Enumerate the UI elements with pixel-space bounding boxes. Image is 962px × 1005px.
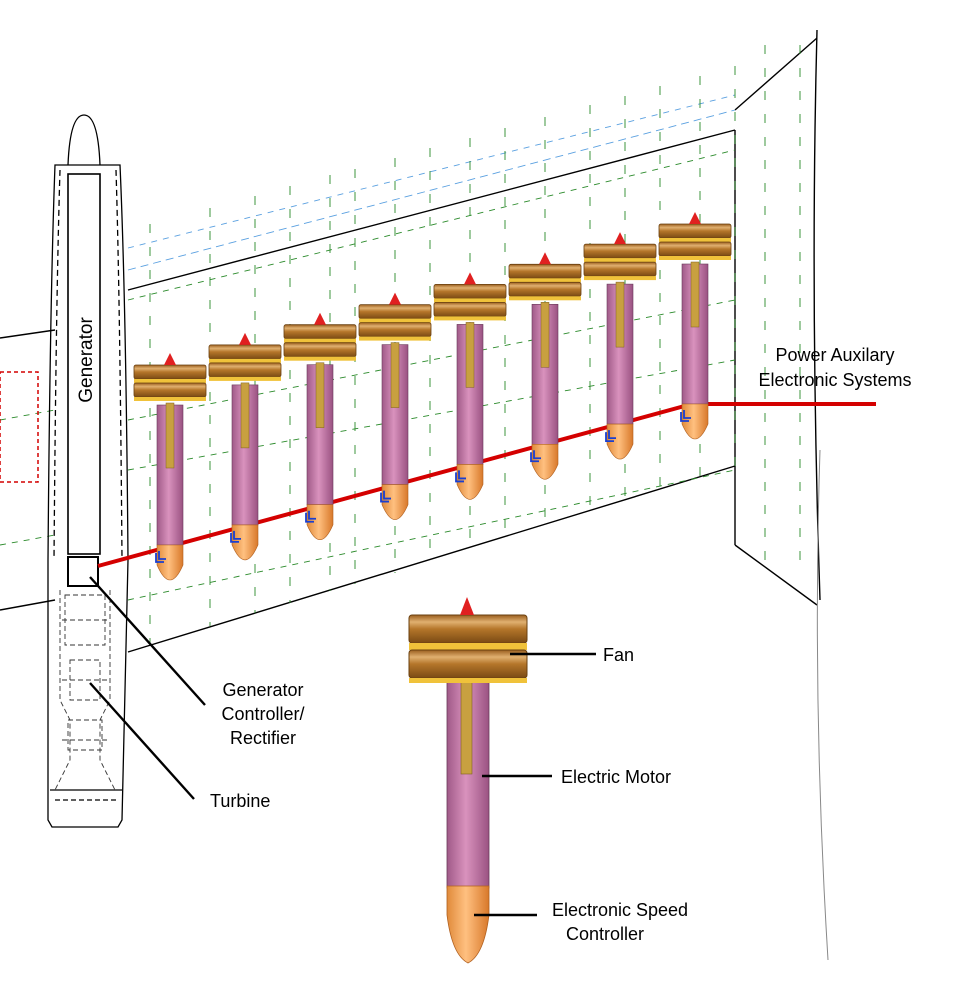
power-aux-label-line2: Electronic Systems <box>758 370 911 390</box>
ground-icon <box>530 450 541 463</box>
nacelle <box>47 114 129 828</box>
gen-ctrl-label-line2: Controller/ <box>221 704 304 724</box>
detail-fan-unit <box>408 597 528 964</box>
leader-lines <box>89 576 596 917</box>
turbine-label: Turbine <box>210 791 270 811</box>
fan-units <box>133 211 732 581</box>
esc-label-line2: Controller <box>566 924 644 944</box>
outline-box <box>0 371 39 483</box>
fan-unit <box>208 332 282 561</box>
ground-icon <box>305 510 316 523</box>
generator-label: Generator <box>76 317 97 403</box>
electric-motor-label: Electric Motor <box>561 767 671 787</box>
fan-unit <box>508 251 582 480</box>
gen-ctrl-label-line1: Generator <box>222 680 303 700</box>
fan-unit <box>433 271 507 500</box>
turbine-detail <box>54 590 116 791</box>
ground-icon <box>605 430 616 443</box>
fan-unit <box>358 292 432 521</box>
fan-unit <box>583 231 657 460</box>
power-aux-label-line1: Power Auxilary <box>775 345 894 365</box>
generator-box <box>67 173 101 555</box>
ground-icon <box>680 410 691 422</box>
ground-icon <box>230 530 241 543</box>
fan-label: Fan <box>603 645 634 665</box>
esc-label-line1: Electronic Speed <box>552 900 688 920</box>
ground-icon <box>380 490 391 503</box>
construction-guides <box>0 94 736 601</box>
generator-controller-box <box>67 556 99 587</box>
gen-ctrl-label-line3: Rectifier <box>230 728 296 748</box>
fan-unit <box>283 312 357 541</box>
ground-icon <box>455 470 466 483</box>
wing-outline <box>0 29 829 961</box>
ground-icon <box>155 551 166 563</box>
